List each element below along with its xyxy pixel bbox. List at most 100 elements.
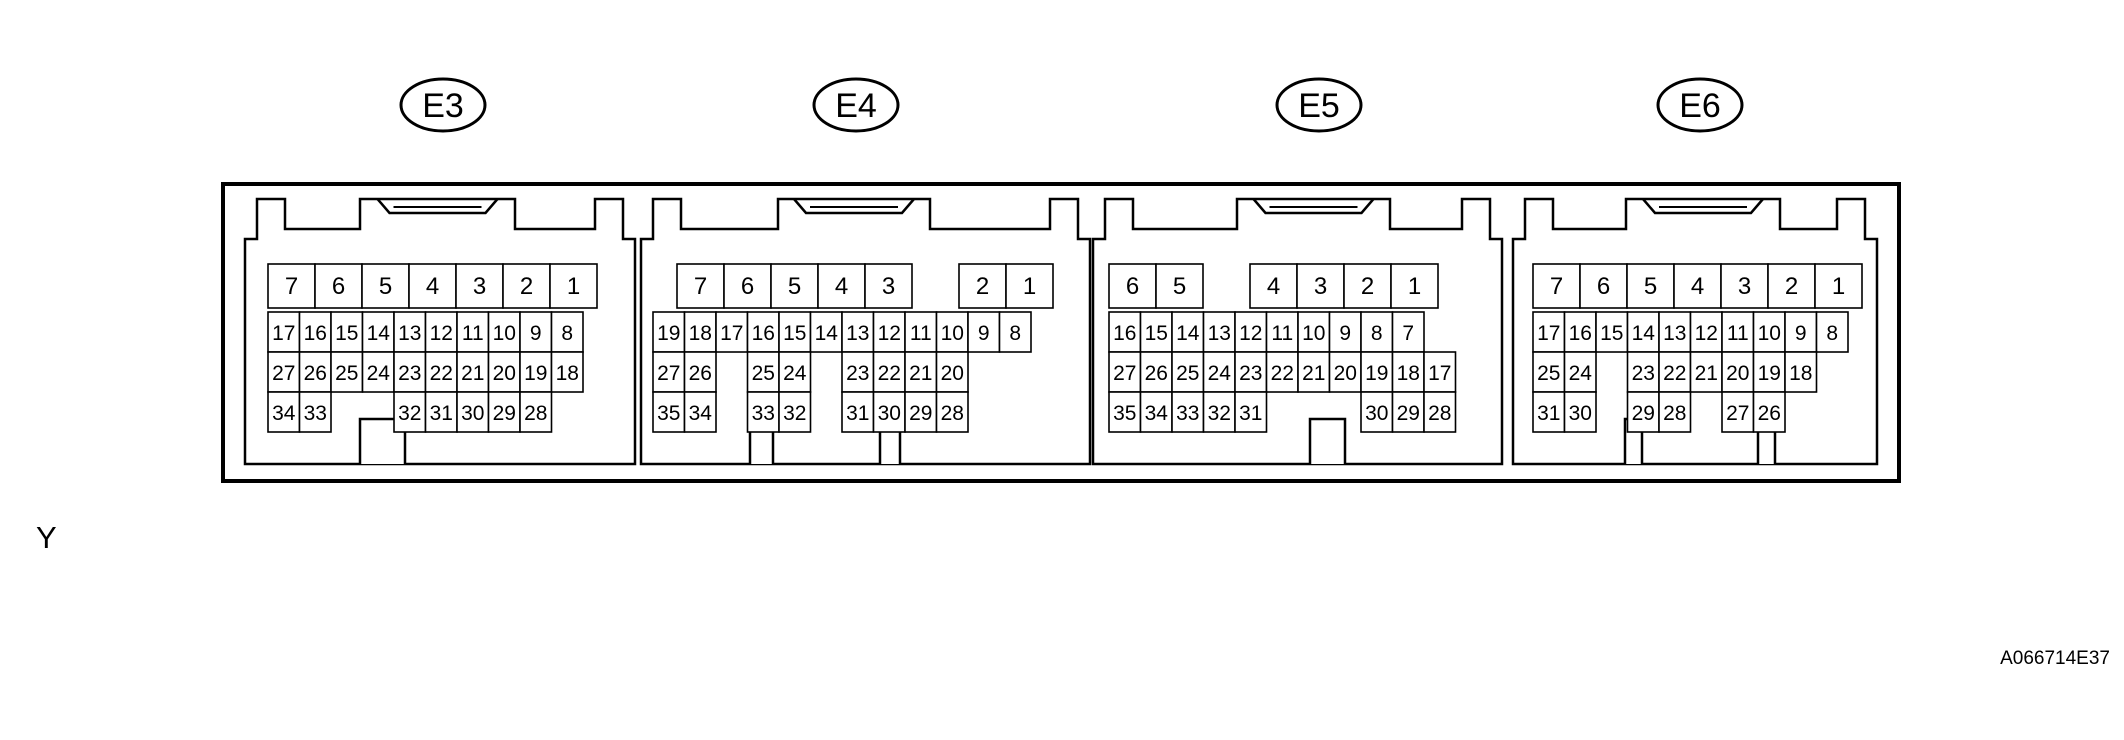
connector-latch (1252, 198, 1375, 215)
connector-latch (376, 198, 499, 215)
terminal-pin-number: 30 (1365, 402, 1388, 425)
terminal-cell (1423, 351, 1457, 393)
terminal-pin-number: 14 (367, 322, 391, 345)
terminal-pin-number: 21 (909, 362, 932, 385)
terminal-cell (778, 311, 812, 353)
terminal-pin-number: 23 (1239, 362, 1262, 385)
terminal-pin-number: 24 (1208, 362, 1232, 385)
terminal-cell (652, 311, 686, 353)
terminal-cell (1360, 311, 1394, 353)
terminal-pin-number: 22 (1663, 362, 1686, 385)
terminal-cell (1005, 263, 1054, 309)
figure-code: A066714E37 (2000, 648, 2110, 669)
terminal-pin-number: 5 (1173, 273, 1186, 300)
terminal-cell (361, 351, 395, 393)
terminal-cell (1297, 311, 1331, 353)
terminal-pin-number: 25 (335, 362, 358, 385)
terminal-cell (935, 351, 969, 393)
terminal-pin-number: 25 (1537, 362, 1560, 385)
terminal-pin-number: 7 (1550, 273, 1563, 300)
terminal-pin-number: 16 (1113, 322, 1136, 345)
terminal-pin-number: 22 (878, 362, 901, 385)
terminal-cell (1752, 391, 1786, 433)
terminal-pin-number: 6 (741, 273, 754, 300)
terminal-pin-number: 17 (1428, 362, 1451, 385)
terminal-cell (1720, 263, 1769, 309)
terminal-cell (549, 263, 598, 309)
terminal-cell (1423, 391, 1457, 433)
terminal-pin-number: 5 (1644, 273, 1657, 300)
terminal-cell (998, 311, 1032, 353)
terminal-pin-number: 8 (1371, 322, 1383, 345)
terminal-pin-number: 11 (1727, 322, 1749, 345)
connector-label: E6 (1679, 87, 1721, 125)
terminal-cell (550, 351, 584, 393)
connector-label-oval (1656, 77, 1744, 133)
terminal-cell (1814, 263, 1863, 309)
terminal-pin-number: 6 (1126, 273, 1139, 300)
terminal-pin-number: 15 (1600, 322, 1623, 345)
terminal-pin-number: 19 (657, 322, 680, 345)
terminal-pin-number: 14 (1176, 322, 1200, 345)
terminal-pin-number: 4 (426, 273, 439, 300)
terminal-pin-number: 2 (976, 273, 989, 300)
terminal-cell (1155, 263, 1204, 309)
terminal-pin-number: 30 (461, 402, 484, 425)
terminal-cell (1297, 351, 1331, 393)
terminal-cell (1658, 391, 1692, 433)
terminal-cell (1108, 311, 1142, 353)
terminal-cell (1784, 351, 1818, 393)
connector-key-notch (1308, 417, 1347, 464)
terminal-pin-number: 20 (1726, 362, 1749, 385)
terminal-pin-number: 10 (1302, 322, 1325, 345)
terminal-pin-number: 9 (978, 322, 990, 345)
terminal-pin-number: 1 (567, 273, 580, 300)
terminal-pin-number: 8 (1826, 322, 1838, 345)
terminal-cell (1563, 351, 1597, 393)
terminal-pin-number: 15 (783, 322, 806, 345)
terminal-pin-number: 6 (332, 273, 345, 300)
terminal-cell (519, 351, 553, 393)
terminal-cell (1390, 263, 1439, 309)
terminal-pin-number: 1 (1832, 273, 1845, 300)
terminal-pin-number: 20 (1334, 362, 1357, 385)
terminal-cell (1595, 311, 1629, 353)
terminal-pin-number: 25 (752, 362, 775, 385)
terminal-cell (1532, 311, 1566, 353)
terminal-pin-number: 15 (1145, 322, 1168, 345)
terminal-pin-number: 13 (846, 322, 869, 345)
terminal-cell (519, 391, 553, 433)
terminal-pin-number: 19 (1365, 362, 1388, 385)
terminal-pin-number: 21 (461, 362, 484, 385)
side-label: Y (36, 520, 57, 555)
terminal-pin-number: 14 (815, 322, 839, 345)
terminal-pin-number: 4 (1691, 273, 1704, 300)
terminal-cell (314, 263, 363, 309)
terminal-pin-number: 32 (398, 402, 421, 425)
connector-housing (639, 197, 1092, 466)
terminal-cell (1689, 351, 1723, 393)
terminal-cell (1234, 311, 1268, 353)
terminal-pin-number: 17 (272, 322, 295, 345)
terminal-pin-number: 31 (1239, 402, 1262, 425)
connector-label: E4 (835, 87, 877, 125)
terminal-cell (267, 391, 301, 433)
terminal-pin-number: 26 (1758, 402, 1781, 425)
terminal-pin-number: 13 (398, 322, 421, 345)
terminal-cell (267, 263, 316, 309)
terminal-cell (817, 263, 866, 309)
terminal-cell (330, 311, 364, 353)
terminal-pin-number: 18 (1397, 362, 1420, 385)
terminal-cell (1139, 391, 1173, 433)
terminal-pin-number: 26 (689, 362, 712, 385)
terminal-cell (1689, 311, 1723, 353)
terminal-cell (1721, 351, 1755, 393)
connector-latch (1642, 198, 1764, 215)
terminal-pin-number: 19 (524, 362, 547, 385)
terminal-cell (267, 351, 301, 393)
terminal-pin-number: 35 (657, 402, 680, 425)
terminal-pin-number: 9 (1795, 322, 1807, 345)
terminal-cell (904, 391, 938, 433)
connector-housing (243, 197, 637, 466)
